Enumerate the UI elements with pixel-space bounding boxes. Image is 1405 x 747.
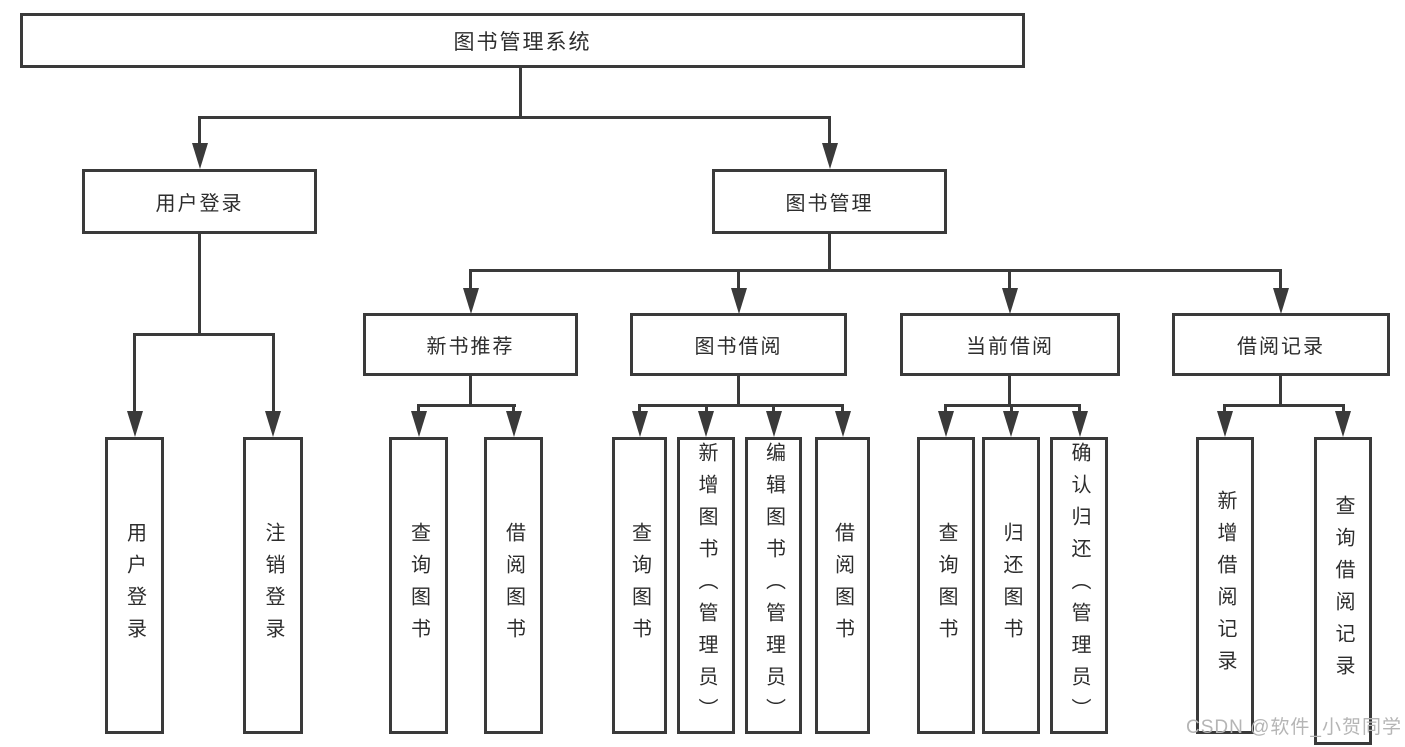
connector-line (772, 404, 775, 414)
leaf-label: 归还图书 (1000, 521, 1022, 650)
arrow-down-icon (265, 411, 281, 437)
connector-line (1279, 269, 1282, 290)
connector-line (417, 404, 516, 407)
connector-line (828, 116, 831, 145)
leaf-label: 新增图书（管理员） (695, 441, 717, 730)
connector-line (1223, 404, 1226, 414)
connector-line (1009, 404, 1013, 414)
leaf-query-book-current: 查询图书 (917, 437, 975, 734)
arrow-down-icon (410, 411, 427, 437)
leaf-query-book-borrow: 查询图书 (612, 437, 667, 734)
node-book-borrow: 图书借阅 (630, 313, 847, 376)
connector-line (944, 404, 1081, 407)
arrow-down-icon (821, 143, 838, 169)
leaf-query-book-recommend: 查询图书 (389, 437, 448, 734)
arrow-down-icon (191, 143, 208, 169)
arrow-down-icon (730, 288, 747, 314)
node-new-book-recommend: 新书推荐 (363, 313, 578, 376)
arrow-down-icon (1216, 411, 1233, 437)
connector-line (638, 404, 844, 407)
connector-line (469, 376, 472, 407)
leaf-borrow-book-recommend: 借阅图书 (484, 437, 543, 734)
node-borrow-record: 借阅记录 (1172, 313, 1390, 376)
connector-line (841, 404, 844, 414)
arrow-down-icon (1001, 288, 1018, 314)
connector-line (1078, 404, 1081, 414)
connector-line (512, 404, 515, 414)
node-root-system: 图书管理系统 (20, 13, 1025, 68)
connector-line (519, 68, 522, 118)
arrow-down-icon (937, 411, 954, 437)
arrow-down-icon (1335, 411, 1351, 437)
connector-line (417, 404, 420, 414)
arrow-down-icon (631, 411, 648, 437)
leaf-label: 借阅图书 (831, 521, 854, 650)
connector-line (198, 234, 201, 335)
leaf-add-borrow-record: 新增借阅记录 (1196, 437, 1254, 734)
leaf-return-book: 归还图书 (982, 437, 1040, 734)
node-user-login: 用户登录 (82, 169, 317, 234)
leaf-label: 查询借阅记录 (1332, 495, 1354, 687)
connector-line (133, 333, 136, 414)
connector-line (133, 333, 274, 336)
leaf-label: 查询图书 (628, 521, 651, 650)
leaf-query-borrow-record: 查询借阅记录 (1314, 437, 1372, 745)
connector-line (198, 116, 201, 145)
leaf-borrow-book: 借阅图书 (815, 437, 870, 734)
leaf-label: 查询图书 (935, 521, 957, 650)
connector-line (828, 234, 831, 271)
leaf-label: 编辑图书（管理员） (762, 441, 785, 730)
arrow-down-icon (1003, 411, 1019, 437)
connector-line (271, 333, 275, 414)
arrow-down-icon (834, 411, 851, 437)
connector-line (1341, 404, 1345, 414)
leaf-label: 借阅图书 (502, 521, 525, 650)
leaf-logout: 注销登录 (243, 437, 303, 734)
watermark-text: CSDN @软件_小贺同学 (1186, 717, 1402, 738)
arrow-down-icon (1071, 411, 1088, 437)
arrow-down-icon (462, 288, 479, 314)
leaf-edit-book-admin: 编辑图书（管理员） (745, 437, 802, 734)
arrow-down-icon (1272, 288, 1289, 314)
leaf-add-book-admin: 新增图书（管理员） (677, 437, 735, 734)
leaf-label: 注销登录 (262, 521, 284, 650)
connector-line (737, 269, 740, 290)
connector-line (1008, 269, 1011, 290)
connector-line (1223, 404, 1345, 407)
connector-line (944, 404, 947, 414)
connector-line (704, 404, 708, 414)
connector-line (469, 269, 1282, 272)
leaf-label: 用户登录 (123, 521, 146, 650)
arrow-down-icon (505, 411, 522, 437)
arrow-down-icon (698, 411, 714, 437)
connector-line (1279, 376, 1282, 407)
arrow-down-icon (126, 411, 143, 437)
leaf-user-login: 用户登录 (105, 437, 164, 734)
leaf-label: 确认归还（管理员） (1068, 441, 1090, 730)
node-book-management: 图书管理 (712, 169, 947, 234)
arrow-down-icon (765, 411, 782, 437)
leaf-confirm-return-admin: 确认归还（管理员） (1050, 437, 1108, 734)
leaf-label: 新增借阅记录 (1214, 489, 1236, 682)
connector-line (469, 269, 472, 290)
connector-line (638, 404, 641, 414)
connector-line (198, 116, 831, 119)
connector-line (737, 376, 740, 407)
leaf-label: 查询图书 (407, 521, 430, 650)
node-current-borrow: 当前借阅 (900, 313, 1120, 376)
connector-line (1008, 376, 1011, 407)
